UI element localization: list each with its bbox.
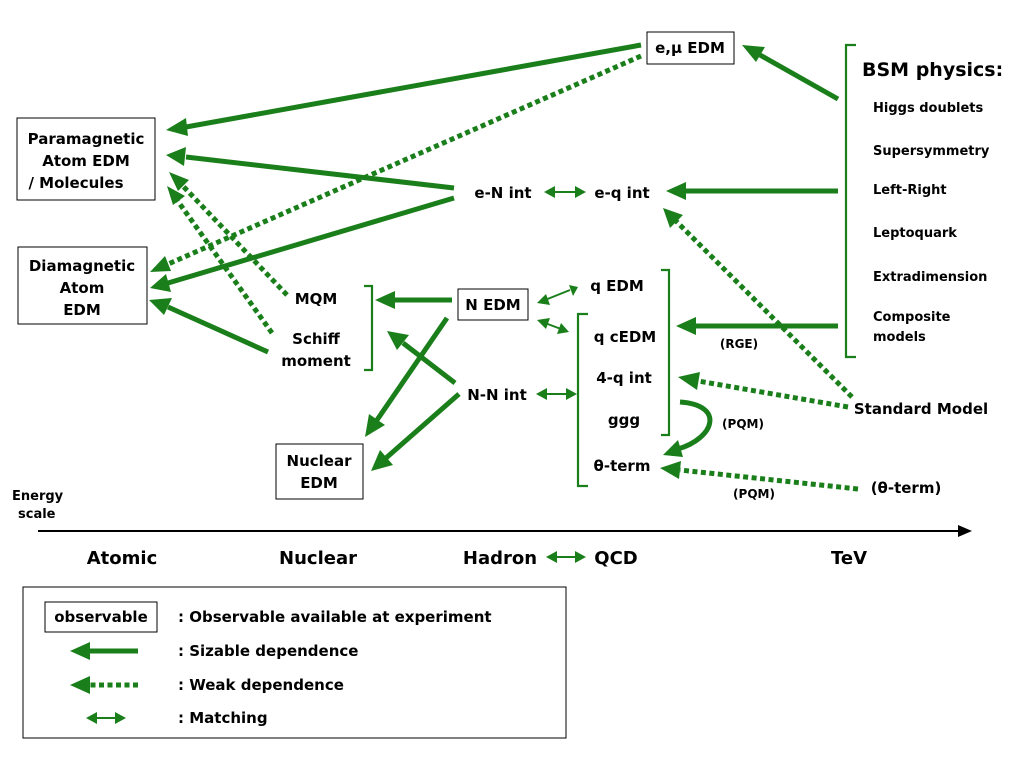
axis-label-l1: Energy: [12, 489, 64, 504]
arrow-emu-to-para: [166, 42, 642, 136]
bsm-item-extradimension: Extradimension: [873, 270, 987, 285]
arrow-nn-to-schiff: [387, 331, 457, 385]
annotation-rge: (RGE): [720, 337, 758, 351]
arrow-en-to-para: [166, 147, 455, 191]
svg-text:EDM: EDM: [63, 301, 101, 319]
bracket-bsm: [844, 43, 856, 359]
bsm-item-susy: Supersymmetry: [873, 144, 990, 159]
svg-text:/ Molecules: / Molecules: [28, 174, 123, 192]
node-emu-edm: e,μ EDM: [646, 31, 735, 65]
svg-text:e,μ EDM: e,μ EDM: [655, 39, 725, 57]
node-q-cedm: q cEDM: [594, 328, 656, 346]
legend-weak-text: : Weak dependence: [178, 676, 344, 694]
axis-tick-nuclear: Nuclear: [279, 548, 357, 569]
svg-text:Paramagnetic: Paramagnetic: [28, 130, 145, 148]
node-nuclear-edm: Nuclear EDM: [275, 443, 364, 500]
arrow-sm-to-eq-weak: [663, 208, 854, 399]
bsm-item-left-right: Left-Right: [873, 183, 947, 198]
legend-matching-text: : Matching: [178, 709, 268, 727]
svg-text:Diamagnetic: Diamagnetic: [29, 257, 135, 275]
node-diamagnetic-atom-edm: Diamagnetic Atom EDM: [17, 246, 148, 325]
legend-observable-text: : Observable available at experiment: [178, 608, 492, 626]
arrow-schiff-to-para-weak: [167, 186, 275, 335]
arrow-bsm-to-qcedm: [676, 317, 838, 335]
arrow-nn-to-nuclear: [371, 392, 461, 471]
arrow-nedm-to-nuclear: [365, 316, 450, 437]
arrow-bsm-to-emu: [742, 45, 840, 102]
svg-text:EDM: EDM: [300, 474, 338, 492]
arrow-nedm-to-bracket: [375, 291, 452, 309]
svg-text:Atom EDM: Atom EDM: [42, 152, 130, 170]
bsm-item-models: models: [873, 330, 926, 345]
bracket-quark-ops: [576, 312, 588, 488]
node-paramagnetic-atom-edm: Paramagnetic Atom EDM / Molecules: [16, 117, 156, 201]
node-ggg: ggg: [608, 411, 640, 429]
node-n-edm: N EDM: [457, 288, 529, 321]
node-nn-int: N-N int: [467, 386, 527, 404]
axis-tick-qcd: QCD: [594, 548, 637, 569]
axis-tick-tev: TeV: [831, 548, 867, 569]
matching-hadron-qcd: [546, 551, 586, 563]
bracket-mqm-schiff: [364, 284, 374, 372]
bsm-item-composite: Composite: [873, 310, 951, 325]
arrow-ggg-to-theta: [663, 399, 713, 457]
svg-text:observable: observable: [54, 608, 148, 626]
node-en-int: e-N int: [474, 184, 531, 202]
legend: observable : Observable available at exp…: [22, 586, 567, 739]
node-4q-int: 4-q int: [596, 369, 652, 387]
bracket-qedm: [661, 268, 671, 437]
arrow-bsm-to-eq: [666, 182, 838, 200]
annotation-pqm-theta: (PQM): [733, 487, 775, 501]
energy-axis: [38, 525, 972, 537]
axis-label-l2: scale: [18, 507, 56, 522]
matching-nn-bracket: [536, 388, 577, 400]
matching-nedm-qcedm: [537, 318, 569, 334]
axis-tick-hadron: Hadron: [463, 548, 537, 569]
arrow-mqm-to-para-weak: [169, 172, 289, 297]
arrow-emu-to-dia-weak: [150, 53, 643, 272]
svg-text:N EDM: N EDM: [465, 296, 520, 314]
bsm-item-higgs: Higgs doublets: [873, 101, 983, 116]
legend-weak-arrow: [70, 676, 138, 694]
axis-tick-atomic: Atomic: [87, 548, 158, 569]
matching-nedm-qedm: [537, 285, 578, 305]
svg-text:Atom: Atom: [60, 279, 105, 297]
bsm-title: BSM physics:: [862, 59, 1003, 81]
annotation-pqm-ggg: (PQM): [722, 417, 764, 431]
node-standard-model: Standard Model: [854, 400, 988, 418]
svg-text:Nuclear: Nuclear: [287, 452, 353, 470]
node-mqm: MQM: [295, 290, 338, 308]
arrow-thetaparen-to-theta-weak: [660, 461, 859, 492]
legend-observable-box: observable: [44, 601, 158, 633]
node-eq-int: e-q int: [594, 184, 649, 202]
node-theta-term: θ-term: [594, 457, 651, 475]
node-schiff-l1: Schiff: [292, 330, 341, 348]
legend-sizable-arrow: [70, 642, 138, 660]
node-q-edm: q EDM: [590, 277, 644, 295]
node-theta-term-paren: (θ-term): [871, 479, 942, 497]
arrow-schiff-to-dia: [149, 298, 270, 355]
arrow-en-to-dia: [150, 195, 455, 292]
legend-sizable-text: : Sizable dependence: [178, 642, 358, 660]
arrow-sm-to-4q-weak: [678, 372, 849, 410]
bsm-item-leptoquark: Leptoquark: [873, 226, 957, 241]
legend-matching-arrow: [86, 712, 126, 724]
matching-en-eq: [544, 186, 586, 198]
node-schiff-l2: moment: [281, 352, 351, 370]
